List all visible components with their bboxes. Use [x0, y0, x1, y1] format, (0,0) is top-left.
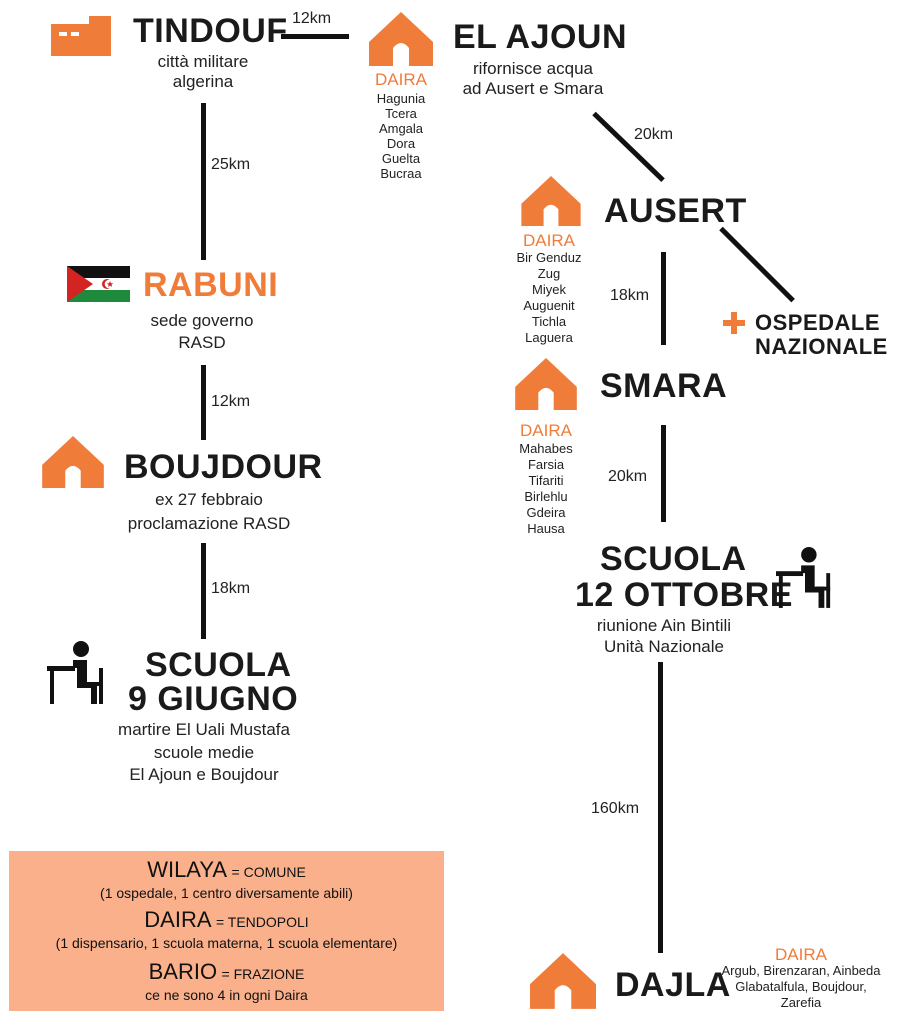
connector-tindouf-rabuni: [201, 103, 206, 260]
legend-term-daira: DAIRA: [144, 907, 212, 932]
student-desk-icon: [776, 546, 834, 608]
tent-icon: [369, 12, 433, 66]
node-desc-rabuni-1: sede governo: [150, 311, 254, 330]
daira-item: Birlehlu: [524, 489, 568, 504]
distance-tindouf-el-ajoun: 12km: [292, 10, 332, 27]
distance-ausert-smara: 18km: [610, 287, 650, 304]
daira-item: Guelta: [381, 151, 421, 166]
daira-item: Gdeira: [526, 505, 566, 520]
legend-desc-daira: (1 dispensario, 1 scuola materna, 1 scuo…: [55, 935, 398, 951]
node-desc-el-ajoun-1: rifornisce acqua: [472, 59, 593, 78]
distance-scuola12-dajla: 160km: [591, 800, 640, 817]
node-title-boujdour: BOUJDOUR: [124, 448, 323, 486]
distance-el-ajoun-ausert: 20km: [634, 126, 674, 143]
daira-list-dajla-3: Zarefia: [780, 995, 822, 1010]
legend-desc-bario: ce ne sono 4 in ogni Daira: [145, 987, 308, 1003]
node-title-ospedale-line1: OSPEDALE: [755, 310, 881, 335]
legend-row-daira: DAIRA = TENDOPOLI: [9, 907, 444, 933]
node-title-tindouf: TINDOUF: [133, 12, 288, 50]
connector-ausert-ospedale: [719, 226, 795, 303]
flag-icon: [67, 266, 130, 302]
distance-smara-scuola12: 20km: [608, 468, 648, 485]
daira-label-smara: DAIRA: [520, 421, 572, 440]
node-title-dajla: DAJLA: [615, 966, 731, 1004]
student-desk-icon: [47, 640, 107, 704]
daira-label-el-ajoun: DAIRA: [375, 70, 427, 89]
node-title-smara: SMARA: [600, 367, 728, 405]
node-desc-boujdour-1: ex 27 febbraio: [155, 490, 263, 509]
daira-item: Tifariti: [528, 473, 564, 488]
tent-icon: [40, 436, 106, 488]
daira-list-dajla-2: Glabatalfula, Boujdour,: [735, 979, 867, 994]
tent-icon: [519, 176, 583, 226]
legend-eq-wilaya: = COMUNE: [231, 864, 306, 880]
daira-item: Zug: [537, 266, 561, 281]
node-desc-scuola-9-2: scuole medie: [153, 743, 255, 762]
connector-ausert-smara: [661, 252, 666, 345]
node-title-scuola-12-line1: SCUOLA: [600, 540, 747, 578]
node-title-scuola-9-line2: 9 GIUGNO: [128, 680, 299, 718]
connector-boujdour-scuola9: [201, 543, 206, 639]
node-title-el-ajoun: EL AJOUN: [453, 18, 628, 56]
daira-item: Amgala: [378, 121, 424, 136]
node-title-ausert: AUSERT: [604, 192, 747, 230]
daira-label-ausert: DAIRA: [523, 231, 575, 250]
daira-item: Bucraa: [380, 166, 422, 181]
node-desc-boujdour-2: proclamazione RASD: [127, 514, 291, 533]
connector-rabuni-boujdour: [201, 365, 206, 440]
node-title-ospedale-line2: NAZIONALE: [755, 334, 888, 359]
legend-term-bario: BARIO: [148, 959, 218, 984]
daira-list-dajla-1: Argub, Birenzaran, Ainbeda: [721, 963, 881, 978]
connector-el-ajoun-ausert: [592, 111, 665, 182]
daira-item: Mahabes: [519, 441, 573, 456]
connector-scuola12-dajla: [658, 662, 663, 953]
node-desc-tindouf-1: città militare: [157, 52, 249, 71]
connector-smara-scuola12: [661, 425, 666, 522]
medical-cross-icon: [723, 312, 745, 334]
node-desc-rabuni-2: RASD: [178, 333, 226, 352]
node-desc-el-ajoun-2: ad Ausert e Smara: [462, 79, 604, 98]
daira-item: Dora: [386, 136, 416, 151]
daira-item: Tichla: [531, 314, 567, 329]
daira-item: Miyek: [532, 282, 566, 297]
distance-boujdour-scuola9: 18km: [211, 580, 251, 597]
legend-row-wilaya: WILAYA = COMUNE: [9, 857, 444, 883]
connector-tindouf-el-ajoun: [281, 34, 349, 39]
distance-rabuni-boujdour: 12km: [211, 393, 251, 410]
legend-eq-bario: = FRAZIONE: [221, 966, 305, 982]
daira-item: Hausa: [527, 521, 565, 536]
node-title-scuola-9-line1: SCUOLA: [145, 646, 292, 684]
tent-icon: [530, 953, 596, 1009]
node-desc-scuola-9-1: martire El Uali Mustafa: [118, 720, 290, 739]
daira-item: Laguera: [525, 330, 573, 345]
legend-term-wilaya: WILAYA: [147, 857, 228, 882]
daira-item: Hagunia: [376, 91, 426, 106]
daira-label-dajla: DAIRA: [775, 945, 827, 964]
node-desc-tindouf-2: algerina: [172, 72, 234, 91]
daira-item: Tcera: [385, 106, 417, 121]
distance-tindouf-rabuni: 25km: [211, 156, 251, 173]
daira-item: Auguenit: [523, 298, 575, 313]
building-icon: [51, 16, 111, 56]
legend-box: WILAYA = COMUNE (1 ospedale, 1 centro di…: [9, 851, 444, 1011]
node-desc-scuola-12-1: riunione Ain Bintili: [596, 616, 732, 635]
legend-eq-daira: = TENDOPOLI: [215, 914, 309, 930]
node-desc-scuola-12-2: Unità Nazionale: [603, 637, 724, 656]
node-title-scuola-12-line2: 12 OTTOBRE: [575, 576, 793, 614]
legend-row-bario: BARIO = FRAZIONE: [9, 959, 444, 985]
daira-item: Bir Genduz: [516, 250, 582, 265]
node-title-rabuni: RABUNI: [143, 266, 279, 304]
legend-desc-wilaya: (1 ospedale, 1 centro diversamente abili…: [100, 885, 353, 901]
daira-item: Farsia: [527, 457, 565, 472]
node-desc-scuola-9-3: El Ajoun e Boujdour: [129, 765, 279, 784]
tent-icon: [513, 358, 579, 410]
